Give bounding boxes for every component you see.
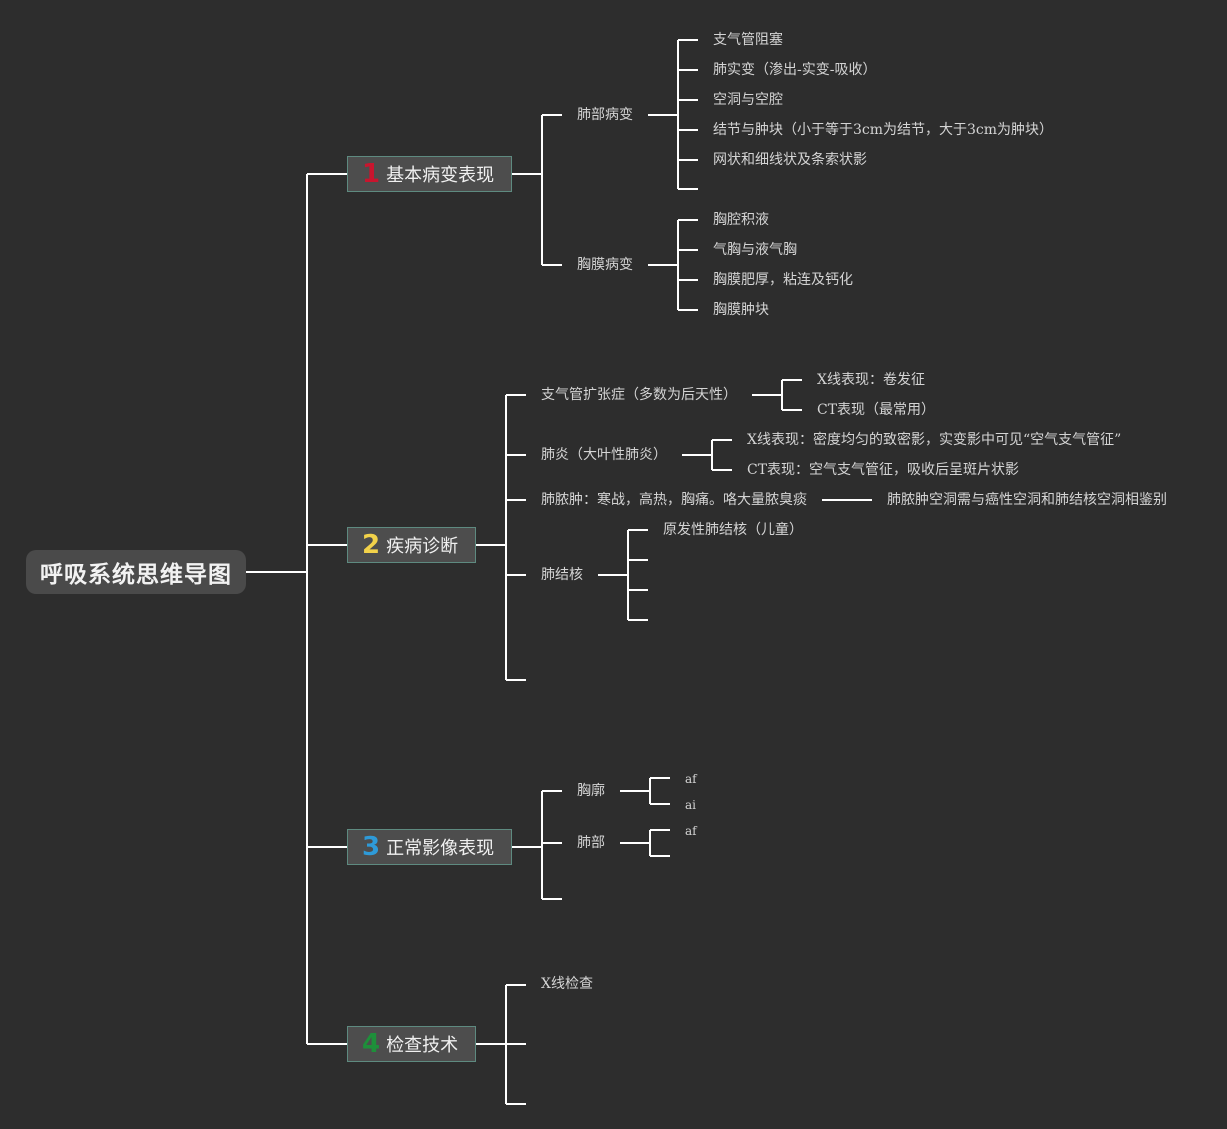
branch-number-4: 4	[362, 1029, 381, 1059]
leaf-item[interactable]: 支气管阻塞	[713, 32, 783, 48]
topic-bronchiectasis[interactable]: 支气管扩张症（多数为后天性）	[541, 387, 737, 403]
root-node[interactable]: 呼吸系统思维导图	[26, 550, 246, 594]
leaf-item[interactable]: 原发性肺结核（儿童）	[663, 522, 803, 538]
leaf-item[interactable]: CT表现（最常用）	[817, 402, 936, 418]
branch-label-1: 基本病变表现	[386, 165, 495, 186]
topic-xray-exam[interactable]: X线检查	[541, 976, 593, 992]
branch-number-1: 1	[362, 159, 381, 189]
leaf-item[interactable]: 胸腔积液	[713, 212, 769, 228]
branch-node-4[interactable]: 4 检查技术	[347, 1026, 476, 1062]
leaf-item[interactable]: 空洞与空腔	[713, 92, 783, 108]
topic-pneumonia[interactable]: 肺炎（大叶性肺炎）	[541, 447, 667, 463]
topic-pleural-lesions[interactable]: 胸膜病变	[577, 257, 633, 273]
leaf-item[interactable]: 结节与肿块（小于等于3cm为结节，大于3cm为肿块）	[713, 122, 1054, 138]
leaf-item[interactable]: ai	[685, 798, 696, 812]
leaf-item[interactable]: 网状和细线状及条索状影	[713, 152, 867, 168]
branch-node-1[interactable]: 1 基本病变表现	[347, 156, 512, 192]
branch-label-3: 正常影像表现	[386, 838, 495, 859]
leaf-item[interactable]: 胸膜肥厚，粘连及钙化	[713, 272, 853, 288]
leaf-item[interactable]: X线表现：卷发征	[817, 372, 925, 388]
branch-number-3: 3	[362, 832, 381, 862]
leaf-item[interactable]: X线表现：密度均匀的致密影，实变影中可见“空气支气管征”	[747, 432, 1122, 448]
leaf-item[interactable]: 肺实变（渗出-实变-吸收）	[713, 62, 877, 78]
branch-label-2: 疾病诊断	[386, 536, 459, 557]
topic-tuberculosis[interactable]: 肺结核	[541, 567, 583, 583]
leaf-item[interactable]: af	[685, 824, 697, 838]
branch-node-2[interactable]: 2 疾病诊断	[347, 527, 476, 563]
topic-lung-lesions[interactable]: 肺部病变	[577, 107, 633, 123]
topic-lung[interactable]: 肺部	[577, 835, 605, 851]
leaf-item[interactable]: af	[685, 772, 697, 786]
leaf-item[interactable]: CT表现：空气支气管征，吸收后呈斑片状影	[747, 462, 1020, 478]
branch-node-3[interactable]: 3 正常影像表现	[347, 829, 512, 865]
leaf-item[interactable]: 肺脓肿空洞需与癌性空洞和肺结核空洞相鉴别	[887, 492, 1167, 508]
branch-number-2: 2	[362, 530, 381, 560]
leaf-item[interactable]: 胸膜肿块	[713, 302, 769, 318]
topic-lung-abscess[interactable]: 肺脓肿：寒战，高热，胸痛。咯大量脓臭痰	[541, 492, 807, 508]
branch-label-4: 检查技术	[386, 1035, 459, 1056]
topic-thorax[interactable]: 胸廓	[577, 783, 605, 799]
leaf-item[interactable]: 气胸与液气胸	[713, 242, 797, 258]
